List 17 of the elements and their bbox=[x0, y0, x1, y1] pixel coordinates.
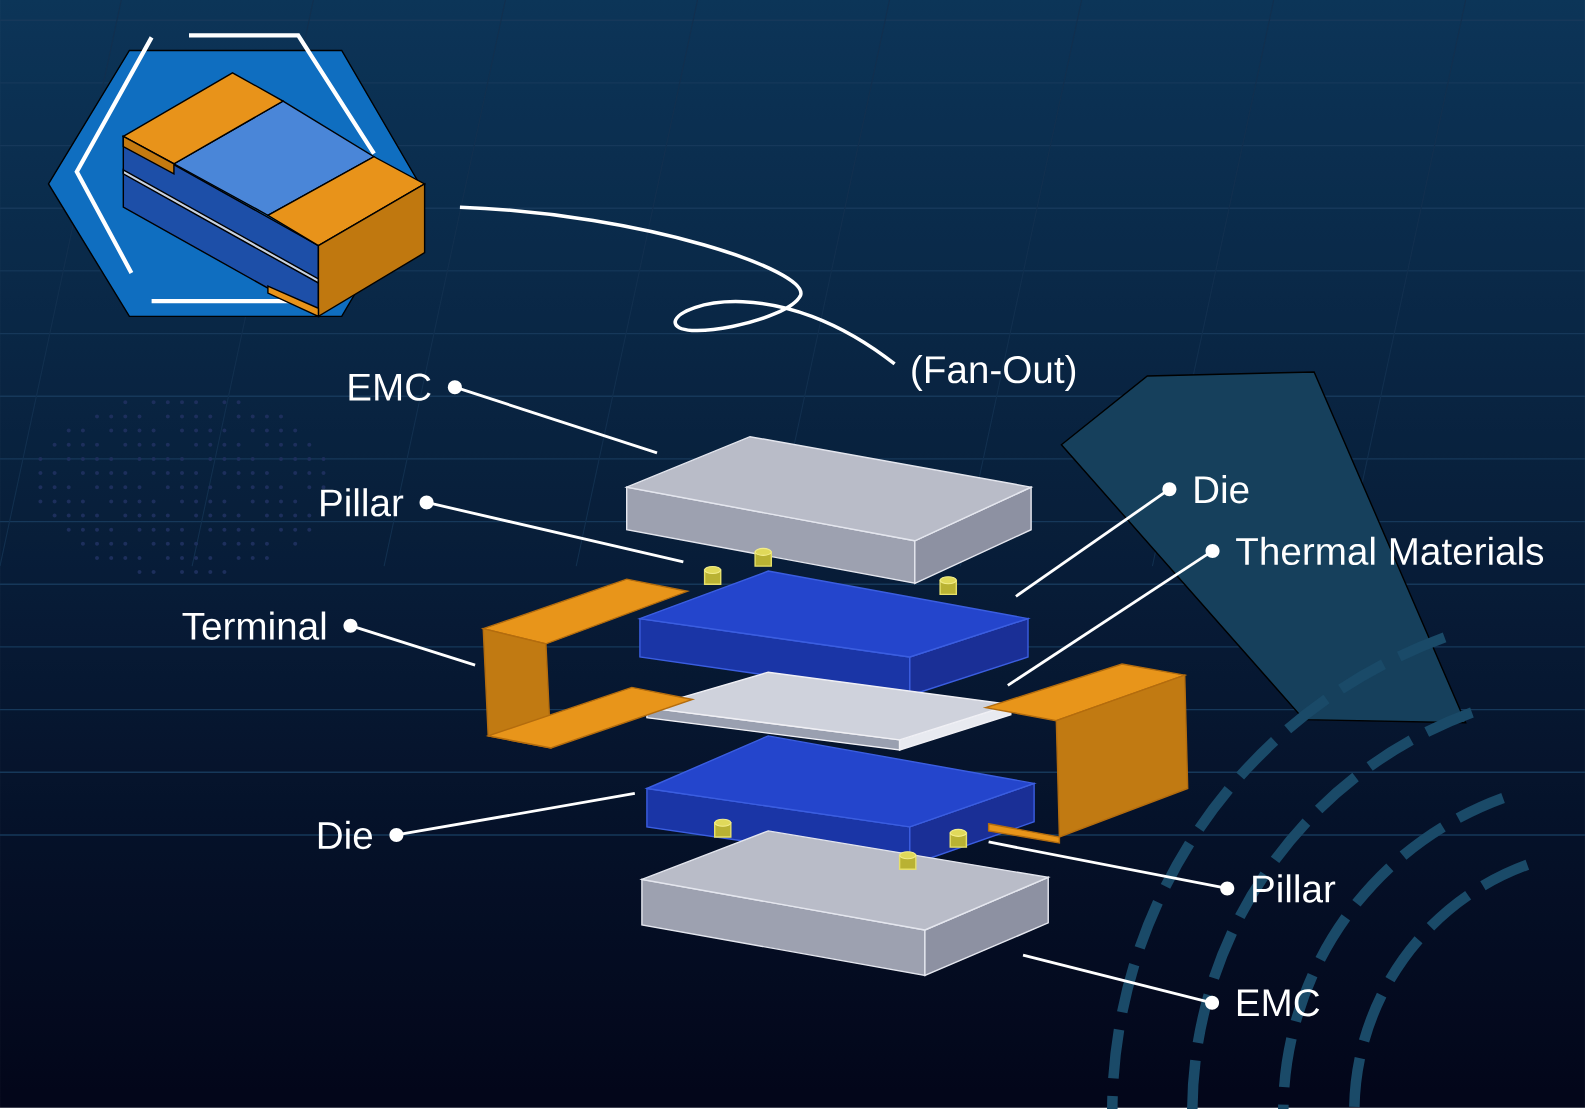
callout-label: Pillar bbox=[1253, 874, 1336, 903]
leader-line bbox=[343, 618, 476, 667]
caption-text: (Fan-Out) bbox=[912, 355, 1076, 391]
callout-label: Pillar bbox=[321, 488, 404, 517]
leader-line bbox=[447, 380, 658, 455]
leader-line bbox=[988, 840, 1235, 896]
callout-label: Terminal bbox=[182, 611, 326, 640]
leader-line bbox=[1015, 482, 1177, 598]
leader-line bbox=[1022, 953, 1220, 1010]
callout-label: Die bbox=[1195, 475, 1249, 504]
leader-line bbox=[389, 792, 636, 842]
leader-line bbox=[419, 495, 684, 564]
callout-label: EMC bbox=[349, 373, 431, 401]
leader-line bbox=[1007, 543, 1220, 687]
callout-label: Die bbox=[318, 820, 372, 850]
callout-label: Thermal Materials bbox=[1236, 536, 1544, 566]
callout-label: EMC bbox=[1237, 989, 1320, 1017]
